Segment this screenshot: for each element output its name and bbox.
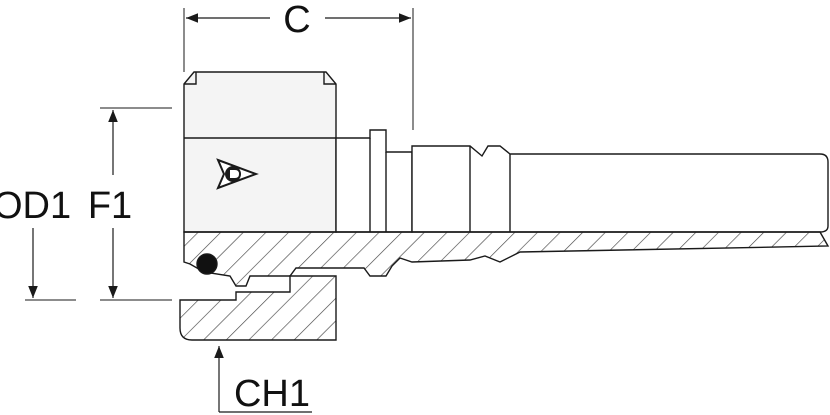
- nut-section: [179, 275, 337, 341]
- f1-label: F1: [88, 185, 132, 227]
- nut-collar: [335, 129, 413, 233]
- hose-stem: [411, 145, 829, 233]
- od1-label: OD1: [0, 185, 71, 227]
- dimension-ch1: CH1: [214, 346, 312, 415]
- hex-nut-chamfer-left: [184, 72, 197, 85]
- dimension-c: C: [186, 0, 411, 41]
- o-ring: [196, 253, 218, 275]
- dimension-od1: OD1: [0, 185, 71, 298]
- dunlop-arrow-logo-icon: [216, 158, 259, 190]
- dimension-f1: F1: [88, 110, 132, 298]
- extension-lines: [25, 8, 414, 301]
- fitting-section: [179, 231, 830, 341]
- ch1-label: CH1: [234, 373, 310, 415]
- fitting-exterior: [183, 71, 829, 233]
- hex-nut: [183, 71, 337, 233]
- stem-wall-section: [183, 231, 830, 287]
- c-label: C: [283, 0, 310, 41]
- hex-nut-chamfer-right: [323, 72, 336, 85]
